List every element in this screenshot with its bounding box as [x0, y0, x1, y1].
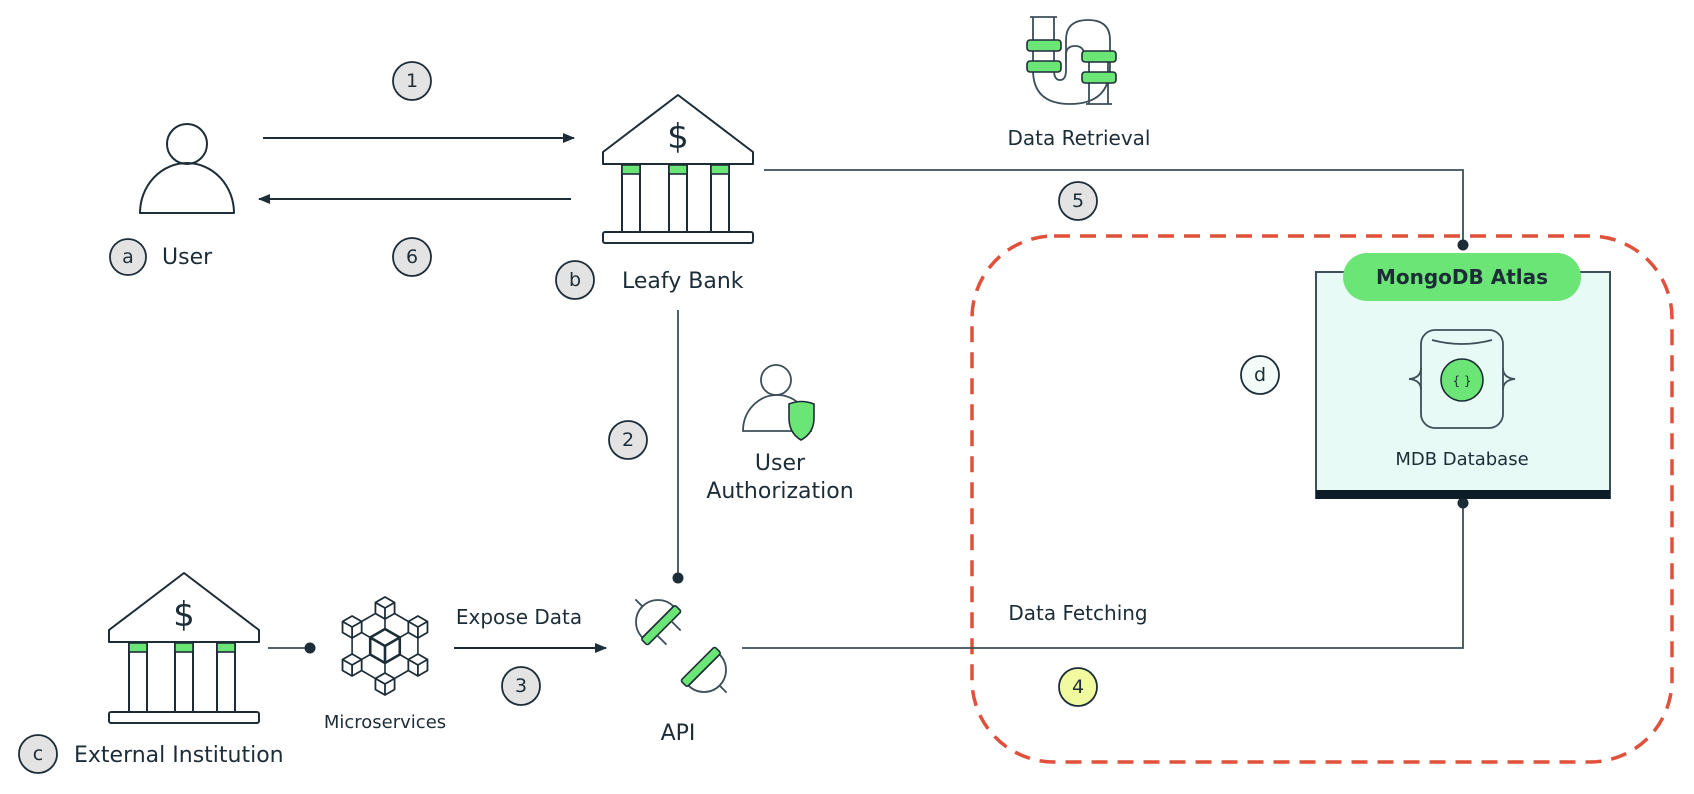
svg-text:3: 3	[515, 675, 527, 697]
svg-text:d: d	[1254, 364, 1266, 386]
user-node[interactable]: a User	[109, 123, 235, 276]
user-label: User	[162, 245, 213, 270]
user-shield-icon	[742, 364, 815, 441]
api-label: API	[661, 721, 696, 746]
leafy-bank-label: Leafy Bank	[622, 269, 744, 294]
atlas-card-base	[1316, 490, 1610, 499]
leafy-bank-node[interactable]: $ b Leafy Bank	[555, 94, 754, 300]
svg-text:2: 2	[622, 429, 634, 451]
expose-data-label: Expose Data	[456, 605, 582, 629]
svg-text:b: b	[569, 269, 581, 291]
atlas-title: MongoDB Atlas	[1376, 265, 1548, 289]
step-badge-d: d	[1240, 355, 1280, 395]
step-badge-1: 1	[392, 61, 432, 101]
microservices-cubes-icon	[341, 596, 429, 696]
cube-icon	[407, 653, 429, 677]
svg-text:a: a	[122, 246, 134, 268]
cube-icon	[374, 672, 396, 696]
step-badge-4: 4	[1058, 667, 1098, 707]
atlas-node[interactable]: MongoDB Atlas { } MDB Database	[1315, 253, 1611, 499]
cube-icon	[374, 596, 396, 620]
connector-dot	[304, 642, 316, 654]
data-retrieval-node: Data Retrieval	[1008, 16, 1151, 150]
step-badge-a: a	[109, 238, 147, 276]
dollar-sign-icon: $	[667, 117, 689, 157]
database-document-icon: { }	[1408, 329, 1516, 429]
bank-icon: $	[108, 572, 260, 724]
pipe-icon	[1026, 16, 1117, 105]
data-retrieval-label: Data Retrieval	[1008, 126, 1151, 150]
connector-dot	[672, 572, 684, 584]
data-fetching-label: Data Fetching	[1008, 601, 1147, 625]
data-fetching-connector	[742, 505, 1464, 649]
svg-text:{ }: { }	[1452, 374, 1471, 388]
external-institution-label: External Institution	[74, 743, 284, 768]
connector-dot	[1457, 497, 1469, 509]
user-authorization-node: User Authorization	[706, 364, 854, 504]
atlas-title-pill	[1343, 253, 1581, 301]
user-authorization-label-line2: Authorization	[706, 479, 853, 504]
microservices-label: Microservices	[324, 712, 446, 733]
user-authorization-label-line1: User	[755, 451, 806, 476]
bank-icon: $	[602, 94, 754, 244]
dollar-sign-icon: $	[173, 595, 195, 635]
cube-icon	[368, 627, 402, 665]
step-badge-b: b	[555, 260, 595, 300]
svg-text:c: c	[33, 743, 43, 765]
plug-icon	[634, 598, 728, 694]
cube-icon	[341, 653, 363, 677]
atlas-boundary	[970, 234, 1674, 764]
svg-text:4: 4	[1072, 676, 1084, 698]
mdb-database-label: MDB Database	[1395, 449, 1528, 470]
svg-text:6: 6	[406, 246, 418, 268]
cube-icon	[341, 615, 363, 639]
step-badge-c: c	[18, 734, 58, 774]
connector-dot	[1457, 239, 1469, 251]
cube-icon	[407, 615, 429, 639]
data-retrieval-connector	[764, 169, 1464, 243]
svg-text:1: 1	[406, 70, 418, 92]
step-badge-6: 6	[392, 237, 432, 277]
step-badge-5: 5	[1058, 181, 1098, 221]
microservices-node[interactable]: Microservices	[324, 596, 446, 733]
step-badge-3: 3	[501, 666, 541, 706]
step-badge-2: 2	[608, 420, 648, 460]
person-icon	[139, 123, 235, 214]
external-institution-node[interactable]: $ c External Institution	[18, 572, 284, 774]
api-node[interactable]: API	[618, 582, 743, 746]
svg-text:5: 5	[1072, 190, 1084, 212]
